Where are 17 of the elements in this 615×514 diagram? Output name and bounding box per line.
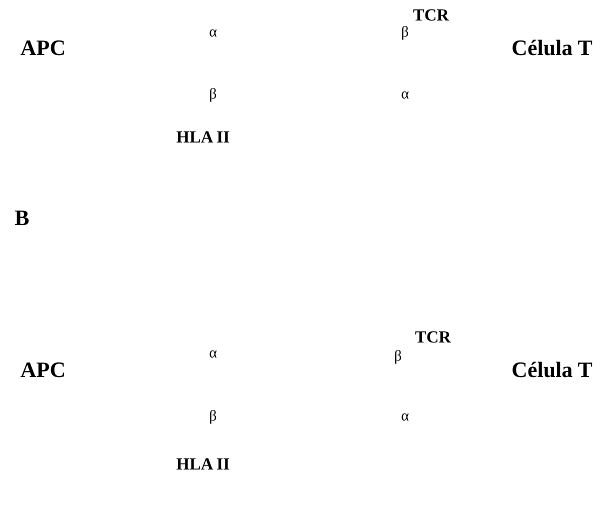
text-label: α — [401, 88, 409, 102]
text-label: α — [401, 410, 409, 424]
text-label: α — [209, 346, 217, 362]
text-label: HLA II — [176, 456, 230, 472]
text-label: α — [209, 26, 217, 40]
text-label: HLA II — [176, 128, 230, 146]
text-label: β — [209, 410, 217, 424]
text-label: APC — [20, 359, 66, 381]
text-label: B — [14, 207, 30, 229]
text-label: APC — [20, 37, 66, 59]
text-label: TCR — [415, 328, 451, 346]
text-label: β — [209, 88, 217, 102]
text-label: β — [401, 26, 409, 40]
text-label: β — [394, 350, 402, 364]
text-label: Célula T — [512, 37, 592, 59]
text-label: TCR — [413, 6, 449, 24]
text-label: Célula T — [512, 359, 592, 381]
